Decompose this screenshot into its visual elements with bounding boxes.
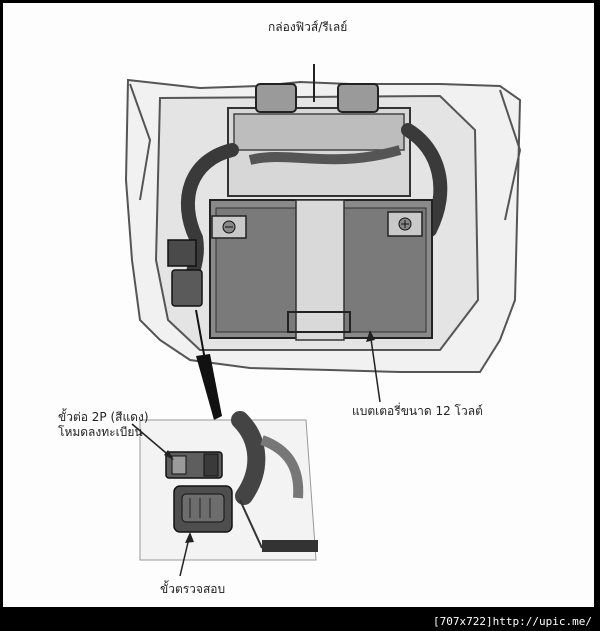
test-terminal [173, 485, 233, 533]
connector-label-line2: โหมดลงทะเบียน [58, 425, 143, 439]
zoom-leader [195, 309, 222, 420]
watermark: [707x722]http://upic.me/ [433, 615, 592, 628]
test-terminal-leader-arrow [185, 532, 194, 543]
connector-leader-arrow [164, 450, 174, 460]
fuse-relay-box-label: กล่องฟิวส์/รีเลย์ [268, 20, 348, 34]
battery-terminal-negative [211, 215, 247, 239]
connector-block-left [167, 239, 203, 307]
battery-terminal-positive [387, 211, 423, 237]
test-terminal-label: ขั้วตรวจสอบ [160, 582, 226, 596]
battery-leader [369, 331, 381, 403]
battery-12v [209, 199, 433, 341]
connector-leader [131, 423, 173, 459]
battery-leader-arrow [366, 330, 375, 342]
detail-inset [139, 411, 318, 561]
battery-label: แบตเตอรี่ขนาด 12 โวลต์ [352, 404, 483, 418]
connector-label: ขั้วต่อ 2P (สีแดง) โหมดลงทะเบียน [58, 410, 149, 440]
connector-label-line1: ขั้วต่อ 2P (สีแดง) [58, 410, 149, 424]
connector-2p-red [165, 451, 223, 479]
